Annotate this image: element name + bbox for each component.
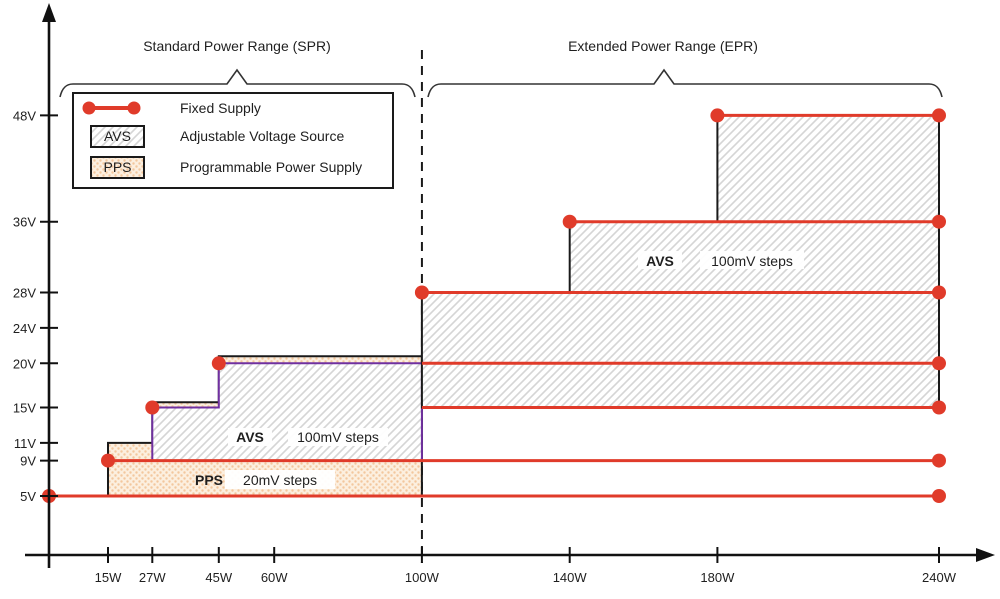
epr-avs-label: AVS [646,253,674,269]
spr-avs-label: AVS [236,429,264,445]
x-axis-arrow-icon [976,548,995,562]
epr-avs-label-backing [638,251,682,269]
legend-pps-label: Programmable Power Supply [180,159,362,175]
x-tick-label-240w: 240W [922,570,957,585]
fixed-supply-point-48v [710,108,725,123]
fixed-supply-point-15v [145,400,160,415]
fixed-supply-point-20v [932,356,946,371]
y-tick-label-48v: 48V [13,108,36,123]
x-tick-label-27w: 27W [139,570,166,585]
legend-fixed-supply-label: Fixed Supply [180,100,261,116]
y-tick-label-11v: 11V [14,436,36,451]
fixed-supply-point-36v [562,214,577,229]
fixed-supply-point-36v [932,214,946,229]
spr-avs-steps-label: 100mV steps [297,429,379,445]
legend-pps-key: PPS [103,159,131,175]
y-tick-label-20v: 20V [13,356,36,371]
fixed-supply-point-48v [932,108,946,123]
spr-pps-label: PPS [195,472,223,488]
legend: Fixed Supply AVS Adjustable Voltage Sour… [72,92,394,189]
fixed-supply-point-9v [101,453,115,468]
epr-title: Extended Power Range (EPR) [568,38,758,54]
legend-fixed-supply-dot-icon [82,101,96,115]
fixed-supply-point-5v [932,489,946,503]
legend-pps-swatch [90,156,145,179]
y-axis-arrow-icon [42,3,56,22]
x-tick-label-60w: 60W [261,570,288,585]
spr-avs-steps-backing [288,428,388,446]
x-tick-label-15w: 15W [95,570,122,585]
x-tick-label-180w: 180W [700,570,735,585]
y-tick-label-28v: 28V [13,286,36,301]
x-tick-label-100w: 100W [405,570,440,585]
y-tick-label-36v: 36V [13,215,36,230]
spr-pps-steps-backing [225,470,335,489]
legend-avs-key: AVS [104,128,131,144]
fixed-supply-point-28v [414,285,429,300]
legend-avs-swatch [90,125,145,148]
y-tick-label-9v: 9V [20,454,36,469]
x-tick-label-45w: 45W [205,570,232,585]
epr-avs-steps-backing [700,251,804,269]
y-tick-label-24v: 24V [13,321,36,336]
spr-brace [59,68,416,98]
epr-brace [427,68,943,98]
fixed-supply-point-15v [932,400,946,415]
fixed-supply-point-28v [932,285,946,300]
legend-fixed-supply-dot-icon [127,101,141,115]
x-tick-label-140w: 140W [553,570,588,585]
y-tick-label-5v: 5V [20,489,36,504]
epr-avs-steps-label: 100mV steps [711,253,793,269]
spr-title: Standard Power Range (SPR) [143,38,331,54]
y-tick-label-15v: 15V [13,401,36,416]
fixed-supply-point-20v [211,356,226,371]
spr-avs-label-backing [228,428,272,446]
spr-pps-steps-label: 20mV steps [243,472,317,488]
fixed-supply-point-9v [932,453,946,468]
avs-spr-region [151,362,423,462]
legend-avs-label: Adjustable Voltage Source [180,128,344,144]
